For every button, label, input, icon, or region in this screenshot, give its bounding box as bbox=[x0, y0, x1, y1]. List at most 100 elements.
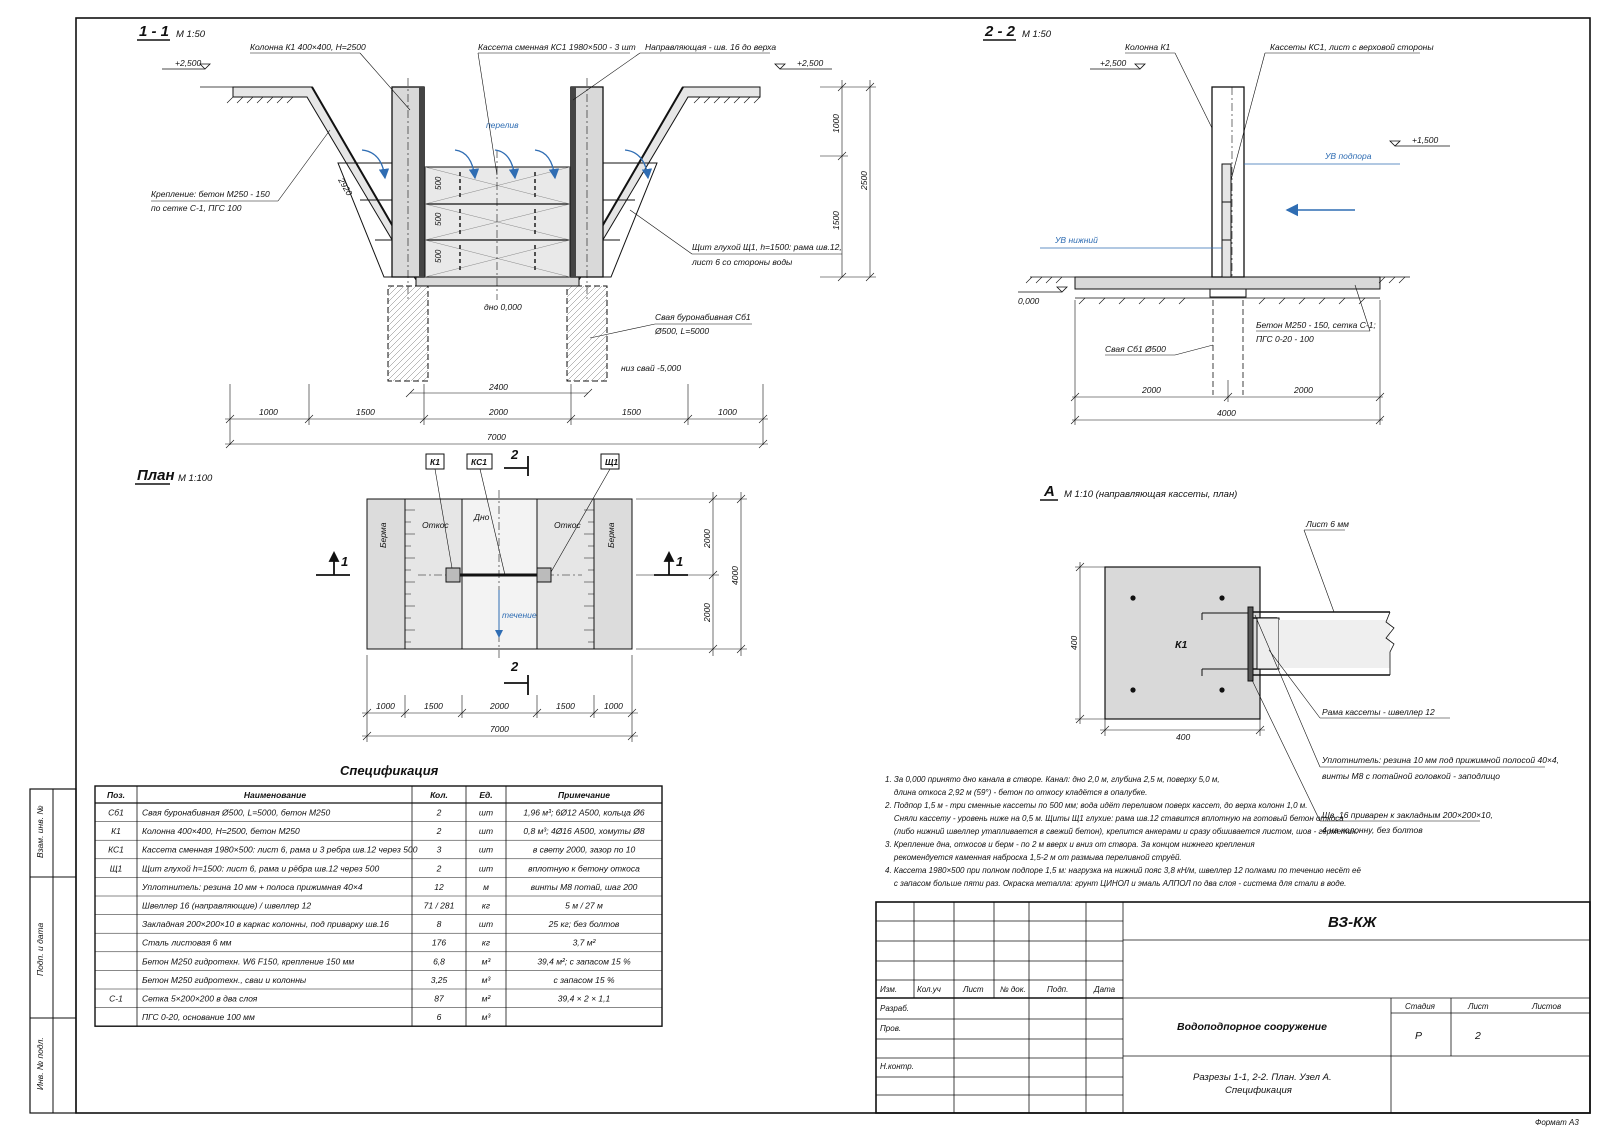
plan-column-left bbox=[445, 567, 461, 583]
spec-cell: 2 bbox=[436, 808, 442, 818]
spec-cell: Сб1 bbox=[108, 808, 124, 818]
level-right: +2,500 bbox=[797, 58, 824, 68]
note-line-4: Сняли кассету - уровень ниже на 0,5 м. Щ… bbox=[885, 814, 1344, 823]
node-channel-label-1: Шв. 16 приварен к закладным 200×200×10, bbox=[1322, 810, 1493, 820]
berm-left-label: Берма bbox=[378, 522, 388, 548]
node-a-scale: М 1:10 (направляющая кассеты, план) bbox=[1064, 489, 1237, 500]
plan-vdim-total: 4000 bbox=[730, 566, 740, 585]
spec-cell: Щ1 bbox=[110, 863, 123, 873]
spec-cell: К1 bbox=[111, 826, 121, 836]
node-a: А М 1:10 (направляющая кассеты, план) К1… bbox=[1040, 483, 1559, 835]
spec-cell: Кассета сменная 1980×500: лист 6, рама и… bbox=[142, 845, 418, 855]
spec-header-cell: Кол. bbox=[430, 790, 448, 800]
note-line-3: 2. Подпор 1,5 м - три сменные кассеты по… bbox=[884, 801, 1308, 810]
vdim-1000: 1000 bbox=[831, 114, 841, 133]
tag-sh1: Щ1 bbox=[605, 457, 618, 467]
pile-bottom-level: низ свай -5,000 bbox=[621, 363, 681, 373]
column-label: Колонна К1 400×400, H=2500 bbox=[250, 42, 366, 52]
stamp-col-2: Кол.уч bbox=[917, 985, 941, 994]
spec-cell: Сетка 5×200×200 в два слоя bbox=[142, 994, 258, 1004]
stamp-col-1: Изм. bbox=[880, 985, 897, 994]
cut-1-right: 1 bbox=[676, 554, 683, 569]
berm-right-label: Берма bbox=[606, 522, 616, 548]
level-top: +2,500 bbox=[1100, 58, 1127, 68]
spec-cell: 39,4 м²; с запасом 15 % bbox=[537, 956, 631, 966]
node-frame-label: Рама кассеты - швеллер 12 bbox=[1322, 707, 1435, 717]
spec-cell: м³ bbox=[482, 975, 492, 985]
stamp-h-sheets: Листов bbox=[1531, 1002, 1561, 1011]
spec-cell: 8 bbox=[437, 919, 442, 929]
side-label-3: Инв. № подл. bbox=[35, 1037, 45, 1090]
dim-4: 1500 bbox=[622, 407, 641, 417]
cassettes-2-2 bbox=[1221, 163, 1232, 278]
spec-cell: 176 bbox=[432, 938, 446, 948]
cassette-dim-3: 500 bbox=[434, 249, 443, 263]
stamp-sheet-title-2: Спецификация bbox=[1225, 1085, 1292, 1096]
uv-up-label: УВ подпора bbox=[1324, 151, 1372, 161]
stamp-h-sheet: Лист bbox=[1467, 1002, 1489, 1011]
spec-cell: в свету 2000, зазор по 10 bbox=[533, 845, 636, 855]
level-left: +2,500 bbox=[175, 58, 202, 68]
plan-dim-4: 1500 bbox=[556, 701, 575, 711]
spec-cell: 71 / 281 bbox=[424, 901, 455, 911]
stamp-sheet: 2 bbox=[1474, 1030, 1481, 1042]
spec-cell: Щит глухой h=1500: лист 6, рама и рёбра … bbox=[142, 863, 379, 873]
spec-cell: 3 bbox=[437, 845, 442, 855]
spec-cell: шт bbox=[479, 826, 493, 836]
cassettes: 500 500 500 bbox=[424, 150, 571, 300]
spec-cell: м² bbox=[482, 994, 492, 1004]
slope-length: 2920 bbox=[336, 175, 355, 197]
spec-cell: вплотную к бетону откоса bbox=[528, 863, 640, 873]
spec-cell: Свая буронабивная Ø500, L=5000, бетон М2… bbox=[142, 808, 331, 818]
spec-cell: с запасом 15 % bbox=[553, 975, 614, 985]
spec-cell: 2 bbox=[436, 826, 442, 836]
spec-cell: 3,7 м² bbox=[573, 938, 597, 948]
column-label-2-2: Колонна К1 bbox=[1125, 42, 1171, 52]
concrete-label-2: ПГС 0-20 - 100 bbox=[1256, 334, 1314, 344]
spec-cell: шт bbox=[479, 863, 493, 873]
dim-2: 1500 bbox=[356, 407, 375, 417]
spec-cell: м bbox=[483, 882, 489, 892]
spec-cell: 5 м / 27 м bbox=[565, 901, 603, 911]
format-label: Формат А3 bbox=[1535, 1118, 1579, 1127]
spec-cell: С-1 bbox=[109, 994, 123, 1004]
node-a-title: А bbox=[1043, 483, 1055, 500]
section-1-1: 1 - 1 М 1:50 500 500 500 bbox=[137, 23, 876, 449]
stamp-h-stage: Стадия bbox=[1405, 1002, 1436, 1011]
spec-table-frame bbox=[94, 785, 663, 1027]
overflow-label: перелив bbox=[486, 120, 519, 130]
section-2-2: 2 - 2 М 1:50 УВ подпора УВ нижний +2,500… bbox=[983, 23, 1450, 425]
spec-header-cell: Поз. bbox=[107, 790, 125, 800]
spec-cell: Колонна 400×400, H=2500, бетон М250 bbox=[142, 826, 300, 836]
lining-label-2: по сетке С-1, ПГС 100 bbox=[151, 203, 242, 213]
spec-cell: Бетон М250 гидротехн., сваи и колонны bbox=[142, 975, 307, 985]
spec-cell: Уплотнитель: резина 10 мм + полоса прижи… bbox=[141, 882, 363, 892]
spec-cell: Сталь листовая 6 мм bbox=[142, 938, 232, 948]
spec-cell: 2 bbox=[436, 863, 442, 873]
spec-header-cell: Наименование bbox=[244, 790, 306, 800]
plan-title: План bbox=[137, 467, 175, 484]
pile-sb1-left bbox=[387, 285, 429, 382]
spec-cell: кг bbox=[482, 901, 490, 911]
dim-2400: 2400 bbox=[488, 382, 508, 392]
plan-dim-5: 1000 bbox=[604, 701, 623, 711]
pile-sb1-right bbox=[566, 285, 608, 382]
stamp-col-5: Подп. bbox=[1047, 985, 1068, 994]
stamp-role-2: Пров. bbox=[880, 1024, 901, 1033]
stamp-col-6: Дата bbox=[1093, 985, 1116, 994]
spec-cell: КС1 bbox=[108, 845, 124, 855]
lining-label-1: Крепление: бетон М250 - 150 bbox=[151, 189, 270, 199]
vdim-1500: 1500 bbox=[831, 211, 841, 230]
slope-left-label: Откос bbox=[422, 520, 449, 530]
cassette-label: Кассета сменная КС1 1980×500 - 3 шт bbox=[478, 42, 636, 52]
plan-vdim-1: 2000 bbox=[702, 529, 712, 549]
note-line-5: (либо нижний швеллер утапливается в свеж… bbox=[885, 827, 1358, 836]
bottom-label: Дно bbox=[473, 512, 490, 522]
note-line-9: с запасом больше пяти раз. Окраска метал… bbox=[885, 879, 1346, 888]
shield-label-2: лист 6 со стороны воды bbox=[691, 257, 793, 267]
pile-label-1: Свая буронабивная Сб1 bbox=[655, 312, 751, 322]
plan-dim-2: 1500 bbox=[424, 701, 443, 711]
plan-dim-total: 7000 bbox=[490, 724, 509, 734]
spec-cell: кг bbox=[482, 938, 490, 948]
